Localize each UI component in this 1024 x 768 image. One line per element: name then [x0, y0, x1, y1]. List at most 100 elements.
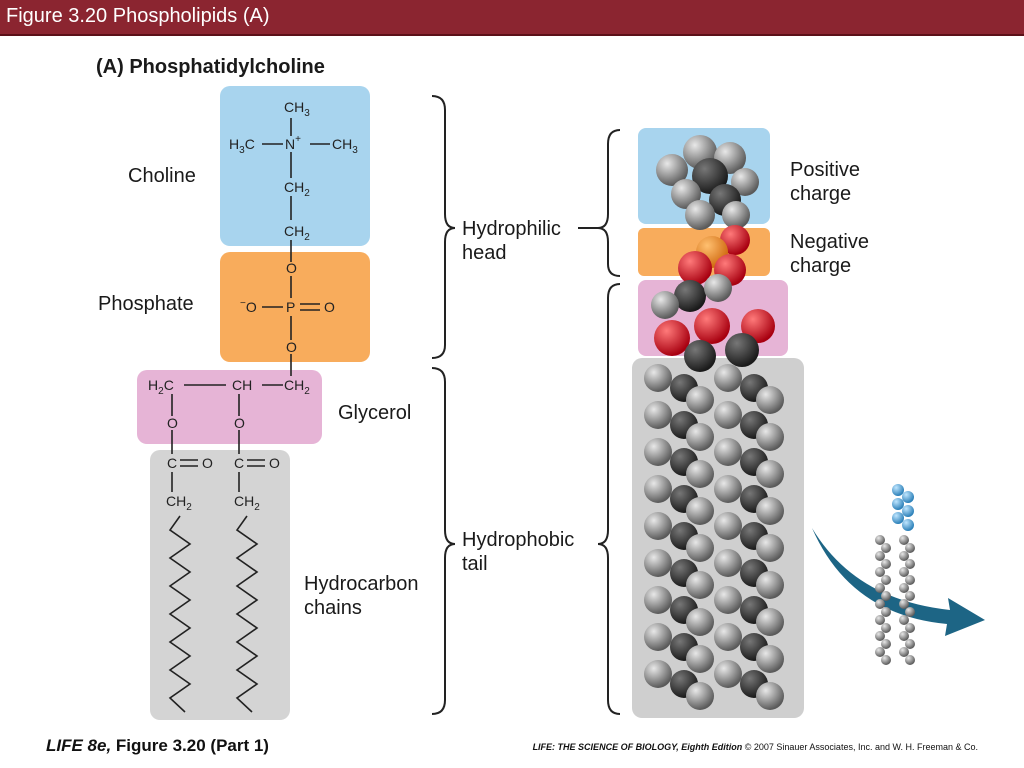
hydrogen-atom [686, 645, 714, 673]
tail-atom [905, 559, 915, 569]
hydrogen-atom [714, 364, 742, 392]
tail-atom [875, 631, 885, 641]
atom-h2c: H2C [148, 377, 174, 397]
tail-atom [899, 615, 909, 625]
head-atom [892, 512, 904, 524]
tail-atom [905, 591, 915, 601]
atom-c-left: C [167, 455, 177, 471]
model-choline-atoms [656, 135, 759, 230]
hydrogen-atom [714, 475, 742, 503]
tail-atom [881, 623, 891, 633]
brace-right-head [597, 129, 621, 277]
figure-heading: (A) Phosphatidylcholine [96, 56, 325, 78]
atom-ch2-a: CH2 [284, 179, 310, 199]
hydrogen-atom [644, 401, 672, 429]
tail-atom [881, 575, 891, 585]
hydrogen-atom [714, 401, 742, 429]
tail-atom [881, 655, 891, 665]
hydrogen-atom [644, 623, 672, 651]
chain-right [235, 515, 259, 713]
footer-copyright: LIFE: THE SCIENCE OF BIOLOGY, Eighth Edi… [532, 742, 978, 752]
tail-atom [875, 551, 885, 561]
hydrogen-atom [686, 534, 714, 562]
atom-o2: O [286, 339, 297, 355]
tail-atom [881, 607, 891, 617]
model-phosphate-atoms [651, 225, 775, 372]
tail-atom [905, 607, 915, 617]
atom-ch: CH [232, 377, 252, 393]
atom-o-left: O [167, 415, 178, 431]
hydrogen-atom [686, 608, 714, 636]
hydrogen-atom [756, 571, 784, 599]
atom-o1: O [286, 260, 297, 276]
brace-right-tail [597, 283, 621, 715]
title-bar: Figure 3.20 Phospholipids (A) [0, 0, 1024, 36]
hydrogen-atom [644, 438, 672, 466]
brace-hydrophobic [431, 367, 456, 715]
tail-atom [899, 647, 909, 657]
tail-atom [905, 543, 915, 553]
footer-citation: LIFE 8e, Figure 3.20 (Part 1) [46, 736, 269, 755]
label-phosphate: Phosphate [98, 293, 194, 315]
tail-atom [875, 535, 885, 545]
tail-atom [881, 639, 891, 649]
atom-o-double: O [324, 299, 335, 315]
head-atom [892, 498, 904, 510]
hydrogen-atom [714, 623, 742, 651]
atom-ch2-b: CH2 [284, 223, 310, 243]
hydrogen-atom [686, 386, 714, 414]
tail-atom [905, 575, 915, 585]
hydrogen-atom [644, 364, 672, 392]
hydrogen-atom [644, 512, 672, 540]
atom-o-minus: −O [240, 298, 257, 315]
hydrogen-atom [714, 660, 742, 688]
atom-n-plus: N+ [285, 134, 301, 152]
hydrogen-atom [686, 571, 714, 599]
tail-atom [881, 543, 891, 553]
tail-atom [875, 567, 885, 577]
tail-atom [899, 599, 909, 609]
atom-ch3-top: CH3 [284, 99, 310, 119]
atom-c-right: C [234, 455, 244, 471]
hydrogen-atom [756, 497, 784, 525]
hydrogen-atom [644, 660, 672, 688]
hydrogen-atom [644, 549, 672, 577]
atom-o-mid: O [234, 415, 245, 431]
tail-atom [875, 599, 885, 609]
brace-hydrophilic [431, 95, 456, 359]
curved-arrow [812, 528, 985, 636]
atom-p: P [286, 299, 295, 315]
atom-h3c: H3C [229, 136, 255, 156]
head-atom [902, 491, 914, 503]
small-molecule-icon [875, 484, 915, 665]
tail-atom [875, 583, 885, 593]
tail-atom [899, 631, 909, 641]
hydrogen-atom [644, 475, 672, 503]
hydrogen-atom [756, 423, 784, 451]
phosphate-box [220, 252, 370, 362]
atom-o-right-dbl: O [269, 455, 280, 471]
hydrogen-atom [714, 512, 742, 540]
head-atom [892, 484, 904, 496]
label-choline: Choline [128, 165, 196, 187]
atom-ch2-left: CH2 [166, 493, 192, 513]
hydrogen-atom [756, 534, 784, 562]
hydrogen-atom [686, 682, 714, 710]
tail-atom [899, 567, 909, 577]
hydrogen-atom [756, 645, 784, 673]
head-atom [902, 519, 914, 531]
choline-box [220, 86, 370, 246]
hydrogen-atom [714, 438, 742, 466]
hydrogen-atom [644, 586, 672, 614]
hydrogen-atom [756, 460, 784, 488]
hydrogen-atom [686, 497, 714, 525]
hydrogen-atom [714, 586, 742, 614]
tail-atom [899, 551, 909, 561]
hydrogen-atom [714, 549, 742, 577]
hydrogen-atom [756, 608, 784, 636]
hydrogen-atom [756, 386, 784, 414]
tail-atom [875, 647, 885, 657]
